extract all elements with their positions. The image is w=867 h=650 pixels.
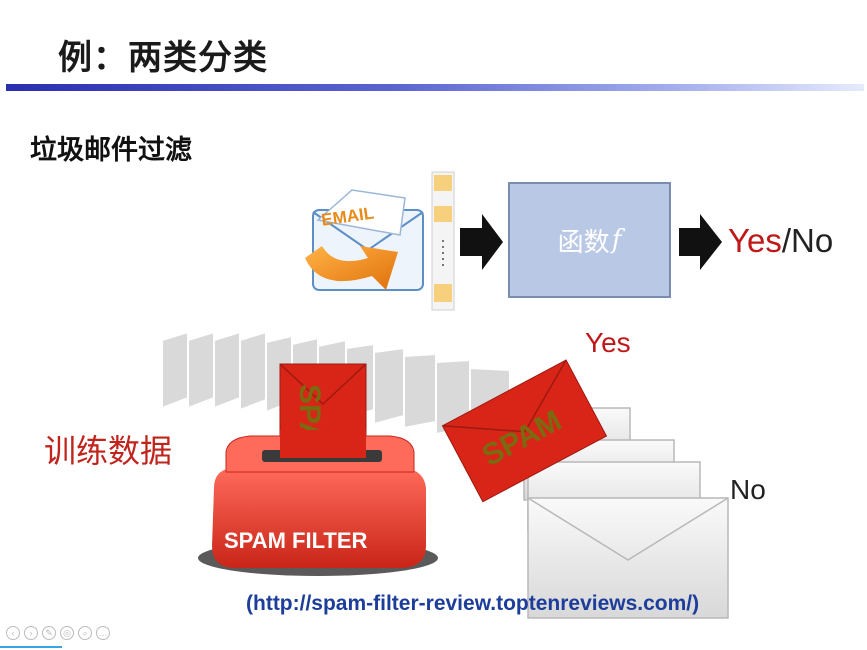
output-yes: Yes <box>728 222 782 259</box>
slide-controls: ‹ › ✎ ◎ ⌕ … <box>6 626 110 646</box>
arrow-right-icon <box>679 214 722 270</box>
page-title: 例：两类分类 <box>58 38 268 78</box>
arrow-right-icon <box>460 214 503 270</box>
play-icon[interactable]: › <box>24 626 38 640</box>
more-icon[interactable]: … <box>96 626 110 640</box>
output-slash: / <box>781 222 792 259</box>
prev-icon[interactable]: ‹ <box>6 626 20 640</box>
function-symbol: f <box>611 225 622 255</box>
branch-no-label: No <box>730 474 766 505</box>
spam-filter-label: SPAM FILTER <box>224 528 368 553</box>
output-no: No <box>791 222 834 259</box>
feature-vector-icon <box>431 171 455 311</box>
source-link[interactable]: (http://spam-filter-review.toptenreviews… <box>246 592 700 615</box>
email-icon <box>305 189 424 291</box>
progress-line <box>0 646 62 648</box>
zoom-icon[interactable]: ◎ <box>60 626 74 640</box>
spam-filter-box <box>198 430 438 576</box>
branch-yes-label: Yes <box>585 327 631 358</box>
title-underline <box>6 84 864 91</box>
search-icon[interactable]: ⌕ <box>78 626 92 640</box>
function-label: 函数 <box>557 227 610 258</box>
spam-envelope-yes: SPAM <box>441 359 608 503</box>
slide-subtitle: 垃圾邮件过滤 <box>30 135 192 166</box>
output-label: Yes/No <box>728 222 833 260</box>
training-data-label: 训练数据 <box>44 432 173 470</box>
pen-icon[interactable]: ✎ <box>42 626 56 640</box>
